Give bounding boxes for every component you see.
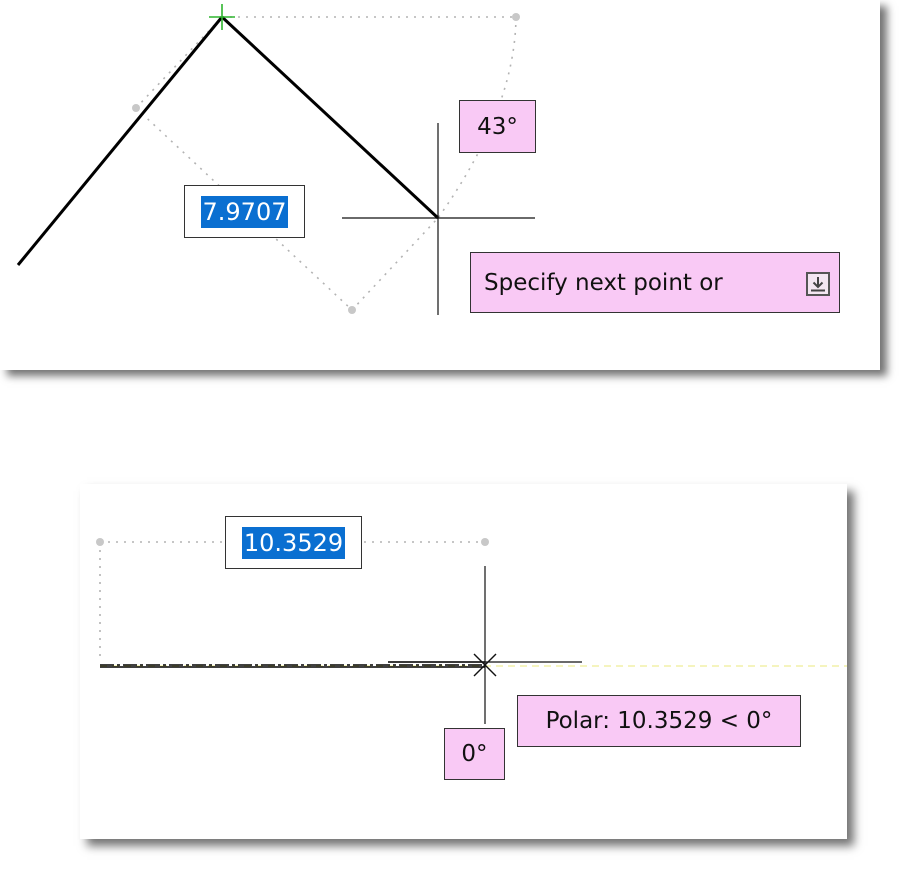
polyline-segment[interactable] [16,16,224,266]
rubberband-segment [220,15,440,220]
prompt-text: Specify next point or [484,269,723,296]
drawing-canvas-top[interactable] [0,0,880,370]
angle-tooltip: 0° [444,728,505,780]
download-options-icon[interactable] [806,272,830,296]
angle-label: 43° [477,113,518,140]
distance-input-value: 7.9707 [200,195,289,228]
distance-input-value: 10.3529 [241,526,346,559]
polar-tooltip: Polar: 10.3529 < 0° [517,695,801,747]
angle-label: 0° [461,741,488,767]
distance-input[interactable]: 7.9707 [184,185,305,238]
crosshair-cursor-icon [342,123,535,315]
drawing-viewport-bottom[interactable]: 10.3529 0° Polar: 10.3529 < 0° [80,484,847,839]
grip-points[interactable] [132,13,520,314]
dimension-guides [135,16,517,311]
polar-snap-marker-icon [473,653,497,677]
snap-marker-icon [209,4,235,30]
drawing-canvas-bottom[interactable] [80,484,847,839]
polar-readout: Polar: 10.3529 < 0° [545,708,773,734]
command-prompt-tooltip[interactable]: Specify next point or [470,252,840,313]
grip-points[interactable] [96,538,489,546]
rubberband-segment [100,664,485,668]
crosshair-cursor-icon [390,566,582,724]
drawing-viewport-top[interactable]: 7.9707 43° Specify next point or [0,0,880,370]
angle-tooltip: 43° [459,100,536,153]
distance-input[interactable]: 10.3529 [225,516,362,569]
